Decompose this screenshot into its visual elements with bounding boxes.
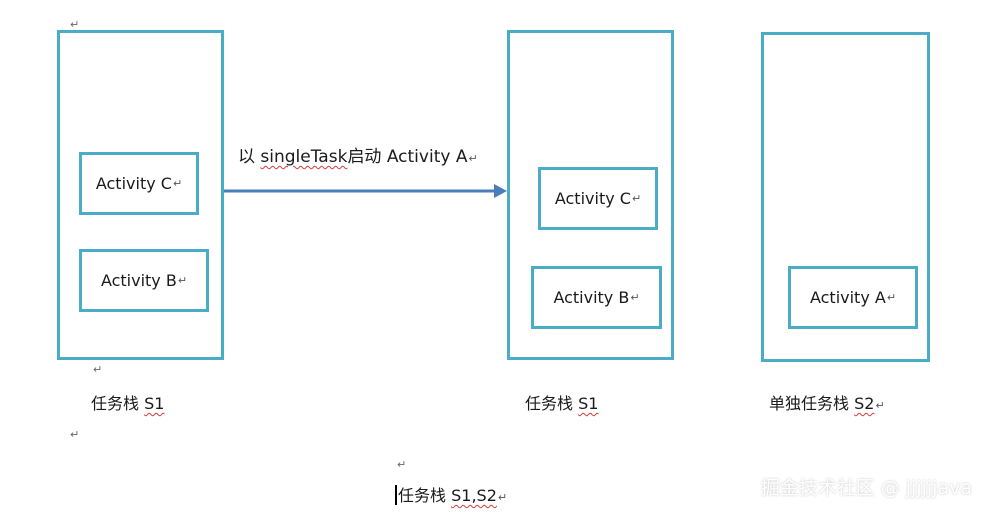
activity-c-label: Activity C: [95, 174, 172, 193]
activity-c-label: Activity C: [554, 189, 631, 208]
activity-b-box: Activity B↵: [531, 266, 662, 329]
activity-b-box: Activity B↵: [79, 249, 209, 312]
activity-b-label: Activity B: [100, 271, 177, 290]
caption-middle-stack: 任务栈 S1: [525, 394, 599, 413]
text-cursor: [395, 485, 397, 505]
task-stack-middle: Activity C↵ Activity B↵: [507, 30, 674, 360]
paragraph-mark: ↵: [70, 18, 80, 31]
activity-c-box: Activity C↵: [538, 167, 658, 230]
activity-a-box: Activity A↵: [788, 266, 918, 329]
caption-bottom: 任务栈 S1,S2↵: [395, 482, 507, 506]
paragraph-mark: ↵: [397, 458, 407, 471]
activity-b-label: Activity B: [553, 288, 630, 307]
paragraph-mark: ↵: [93, 363, 103, 376]
activity-a-label: Activity A: [809, 288, 886, 307]
paragraph-mark: ↵: [70, 428, 80, 441]
caption-right-stack: 单独任务栈 S2↵: [769, 394, 885, 413]
arrow-label: 以 singleTask启动 Activity A↵: [238, 147, 478, 167]
watermark: 掘金技术社区 @ jjjjjjava: [760, 477, 972, 499]
caption-left-stack: 任务栈 S1: [91, 394, 165, 413]
task-stack-right: Activity A↵: [761, 32, 930, 362]
task-stack-left: Activity C↵ Activity B↵: [57, 30, 224, 360]
activity-c-box: Activity C↵: [79, 152, 199, 215]
